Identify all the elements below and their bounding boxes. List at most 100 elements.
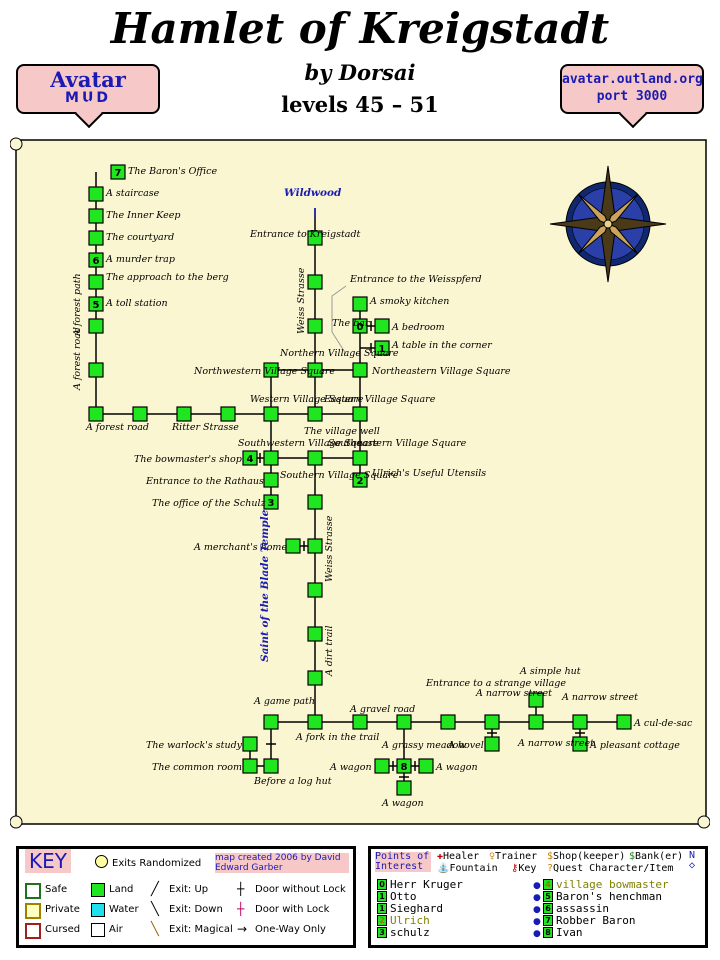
- exit-magical-icon: ╲: [151, 922, 159, 937]
- key-title: KEY: [25, 849, 71, 873]
- trainer-legend: ♀Trainer: [489, 851, 538, 862]
- label-ritter-strasse: Ritter Strasse: [171, 422, 239, 433]
- room-rathaus: [263, 472, 279, 488]
- poi-title: Points of Interest: [375, 851, 431, 872]
- door-with-lock-icon: ┼: [237, 902, 245, 916]
- label-village-well: The village well: [304, 426, 380, 437]
- bank-icon: $: [629, 851, 636, 862]
- label-cul-de-sac: A cul-de-sac: [633, 718, 693, 729]
- room-common-room: [242, 758, 258, 774]
- room-warlocks-study: [242, 736, 258, 752]
- label-eastern-square: Eastern Village Square: [323, 394, 436, 405]
- label-se-square: Southeastern Village Square: [328, 438, 467, 449]
- exit-up-icon: ╱: [151, 882, 159, 897]
- room-courtyard: [88, 230, 104, 246]
- room-forest-road-2: [88, 406, 104, 422]
- key-icon: ⚷: [511, 863, 519, 874]
- label-narrow-street-1: A narrow street: [475, 688, 552, 699]
- label-weiss-strasse-s: Weiss Strasse: [324, 515, 335, 582]
- direction-icon: N◇: [689, 850, 696, 871]
- label-forest-road-2: A forest road: [85, 422, 149, 433]
- room-simple-hut: [528, 692, 544, 708]
- label-smoky-kitchen: A smoky kitchen: [369, 296, 449, 307]
- label-wildwood: Wildwood: [284, 187, 342, 199]
- room-inner-keep: [88, 208, 104, 224]
- quest-icon: ?: [547, 863, 554, 874]
- banner-mud-text: MUD: [65, 90, 111, 106]
- label-game-path: A game path: [253, 696, 315, 707]
- shop-legend: $Shop(keeper): [547, 851, 626, 862]
- label-toll-station: A toll station: [105, 298, 168, 309]
- points-of-interest: Points of Interest ✚Healer ♀Trainer $Sho…: [368, 846, 708, 948]
- label-simple-hut: A simple hut: [519, 666, 581, 677]
- label-bowmaster: The bowmaster's shop: [134, 454, 242, 465]
- label-schulz: The office of the Schulz: [152, 498, 266, 509]
- label-hovel: A hovel: [447, 740, 484, 751]
- label-narrow-street-3: A narrow street: [517, 738, 594, 749]
- room-village-well: [307, 406, 323, 422]
- level-range: levels 45 – 51: [281, 92, 439, 117]
- healer-legend: ✚Healer: [437, 851, 480, 862]
- label-sw-square: Southwestern Village Square: [238, 438, 379, 449]
- exits-randomized-label: Exits Randomized: [95, 855, 201, 869]
- avatar-mud-banner: Avatar MUD: [16, 64, 160, 129]
- label-ne-square: Northeastern Village Square: [371, 366, 511, 377]
- label-weiss-strasse-n: Weiss Strasse: [296, 267, 307, 334]
- room-number: 7: [115, 168, 122, 179]
- room-number: 6: [93, 256, 100, 267]
- key-exit-down: Exit: Down: [169, 904, 223, 915]
- room-log-hut: [263, 758, 279, 774]
- label-entrance-kreigstadt: Entrance to Kreigstadt: [249, 229, 361, 240]
- one-way-arrow-icon: →: [237, 922, 248, 936]
- label-staircase: A staircase: [105, 188, 160, 199]
- room-unnamed-1: [220, 406, 236, 422]
- map-key: KEY Exits Randomized map created 2006 by…: [16, 846, 356, 948]
- key-land: Land: [109, 884, 134, 895]
- cursed-swatch-icon: [25, 923, 41, 939]
- room-toll-station: [88, 296, 104, 312]
- label-log-hut: Before a log hut: [253, 776, 332, 787]
- bank-legend: $Bank(er): [629, 851, 684, 862]
- room-forest-road-1: [88, 362, 104, 378]
- room-the-bar: [352, 318, 368, 334]
- label-forest-path: A forest path: [72, 273, 83, 337]
- water-swatch-icon: [91, 903, 105, 917]
- label-entrance-weisspferd: Entrance to the Weisspferd: [349, 274, 482, 285]
- room-number: 2: [357, 476, 364, 487]
- room-hovel: [484, 736, 500, 752]
- door-without-lock-icon: ┼: [237, 882, 245, 896]
- room-gravel-road: [352, 714, 368, 730]
- room-se-square: [352, 450, 368, 466]
- room-number: 3: [268, 498, 275, 509]
- label-bedroom: A bedroom: [391, 322, 445, 333]
- room-labels: The Baron's Office A staircase The Inner…: [72, 166, 693, 809]
- room-number: 0: [357, 322, 364, 333]
- room-entrance-kreigstadt: [307, 230, 323, 246]
- fountain-icon: ⛲: [437, 863, 450, 874]
- label-inner-keep: The Inner Keep: [106, 210, 180, 221]
- room-number: 4: [247, 454, 254, 465]
- label-nw-square: Northwestern Village Square: [193, 366, 335, 377]
- room-southern-square: [307, 450, 323, 466]
- label-narrow-street-2: A narrow street: [561, 692, 638, 703]
- room-ulrichs: [352, 472, 368, 488]
- label-grassy-meadow: A grassy meadow: [381, 740, 467, 751]
- key-water: Water: [109, 904, 139, 915]
- room-schulz: [263, 494, 279, 510]
- shop-icon: $: [547, 851, 554, 862]
- key-door-without-lock: Door without Lock: [255, 884, 346, 895]
- room-dirt-trail: [307, 626, 323, 642]
- room-pleasant-cottage: [572, 736, 588, 752]
- room-sw-square: [263, 450, 279, 466]
- room-narrow-street-3: [528, 714, 544, 730]
- room-game-path: [263, 714, 279, 730]
- room-wagon-2: [418, 758, 434, 774]
- safe-swatch-icon: [25, 883, 41, 899]
